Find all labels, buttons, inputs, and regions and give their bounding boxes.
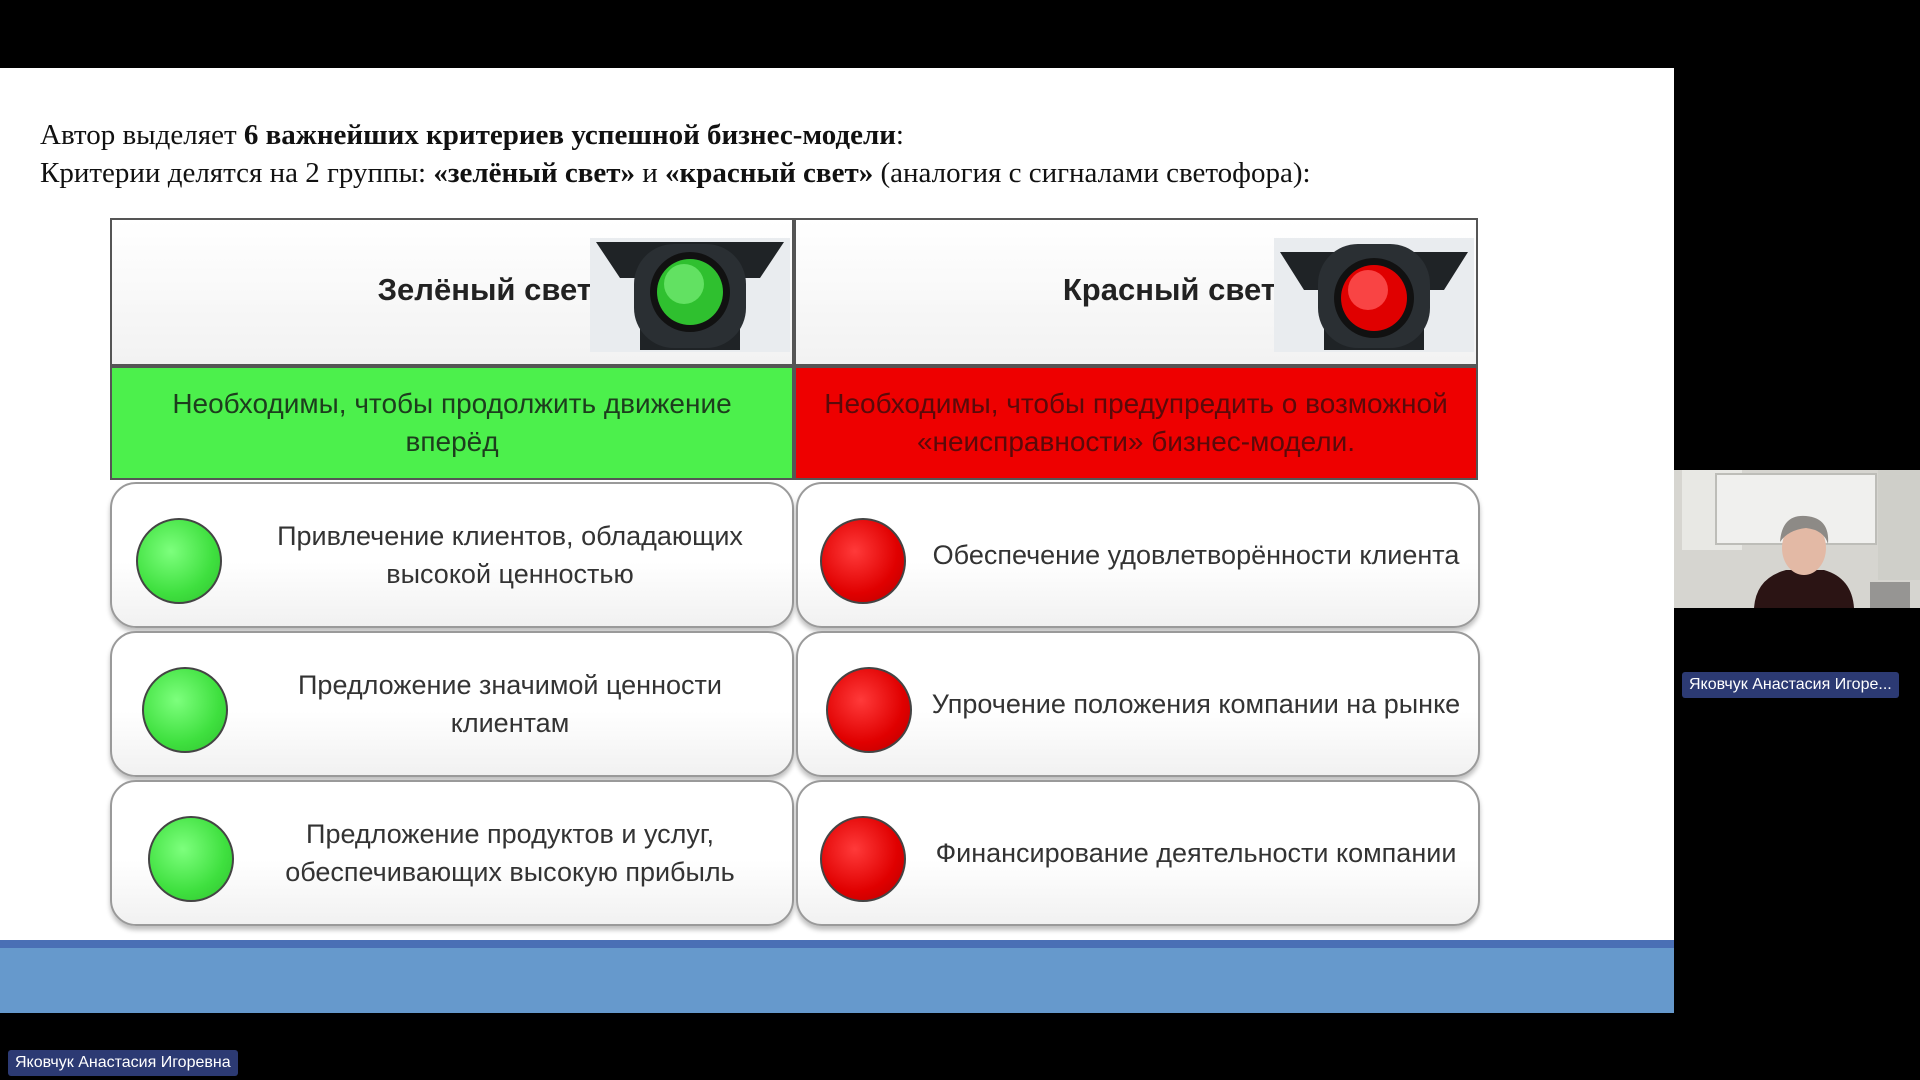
- green-light-header: Зелёный свет: [110, 218, 794, 366]
- green-dot-icon: [142, 667, 228, 753]
- intro-line-1: Автор выделяет 6 важнейших критериев усп…: [40, 119, 904, 151]
- red-light-title: Красный свет: [1062, 272, 1276, 307]
- green-dot-icon: [136, 518, 222, 604]
- red-light-header: Красный свет: [794, 218, 1478, 366]
- presentation-slide: Автор выделяет 6 важнейших критериев усп…: [0, 68, 1674, 1013]
- green-dot-icon: [148, 816, 234, 902]
- green-traffic-light-icon: [590, 238, 790, 352]
- criteria-table: Зелёный свет Красный свет Не: [110, 218, 1480, 998]
- red-criterion-1: Обеспечение удовлетворённости клиента: [796, 482, 1480, 628]
- red-dot-icon: [826, 667, 912, 753]
- red-traffic-light-icon: [1274, 238, 1474, 352]
- green-criterion-2: Предложение значимой ценности клиентам: [110, 631, 794, 777]
- slide-intro-text: Автор выделяет 6 важнейших критериев усп…: [40, 116, 1311, 192]
- intro-line-2: Критерии делятся на 2 группы: «зелёный с…: [40, 157, 1311, 189]
- red-dot-icon: [820, 518, 906, 604]
- red-light-description: Необходимы, чтобы предупредить о возможн…: [794, 366, 1478, 480]
- red-criterion-2: Упрочение положения компании на рынке: [796, 631, 1480, 777]
- red-dot-icon: [820, 816, 906, 902]
- presenter-name-label: Яковчук Анастасия Игоревна: [8, 1050, 238, 1076]
- green-light-description: Необходимы, чтобы продолжить движение вп…: [110, 366, 794, 480]
- green-criterion-3: Предложение продуктов и услуг, обеспечив…: [110, 780, 794, 926]
- green-criterion-1: Привлечение клиентов, обладающих высокой…: [110, 482, 794, 628]
- camera-participant-name: Яковчук Анастасия Игоре...: [1682, 672, 1899, 698]
- red-criterion-3: Финансирование деятельности компании: [796, 780, 1480, 926]
- participant-video-feed: [1674, 470, 1920, 608]
- slide-footer-band: [0, 940, 1674, 1013]
- participant-video-tile[interactable]: [1674, 470, 1920, 608]
- green-light-title: Зелёный свет: [377, 272, 592, 307]
